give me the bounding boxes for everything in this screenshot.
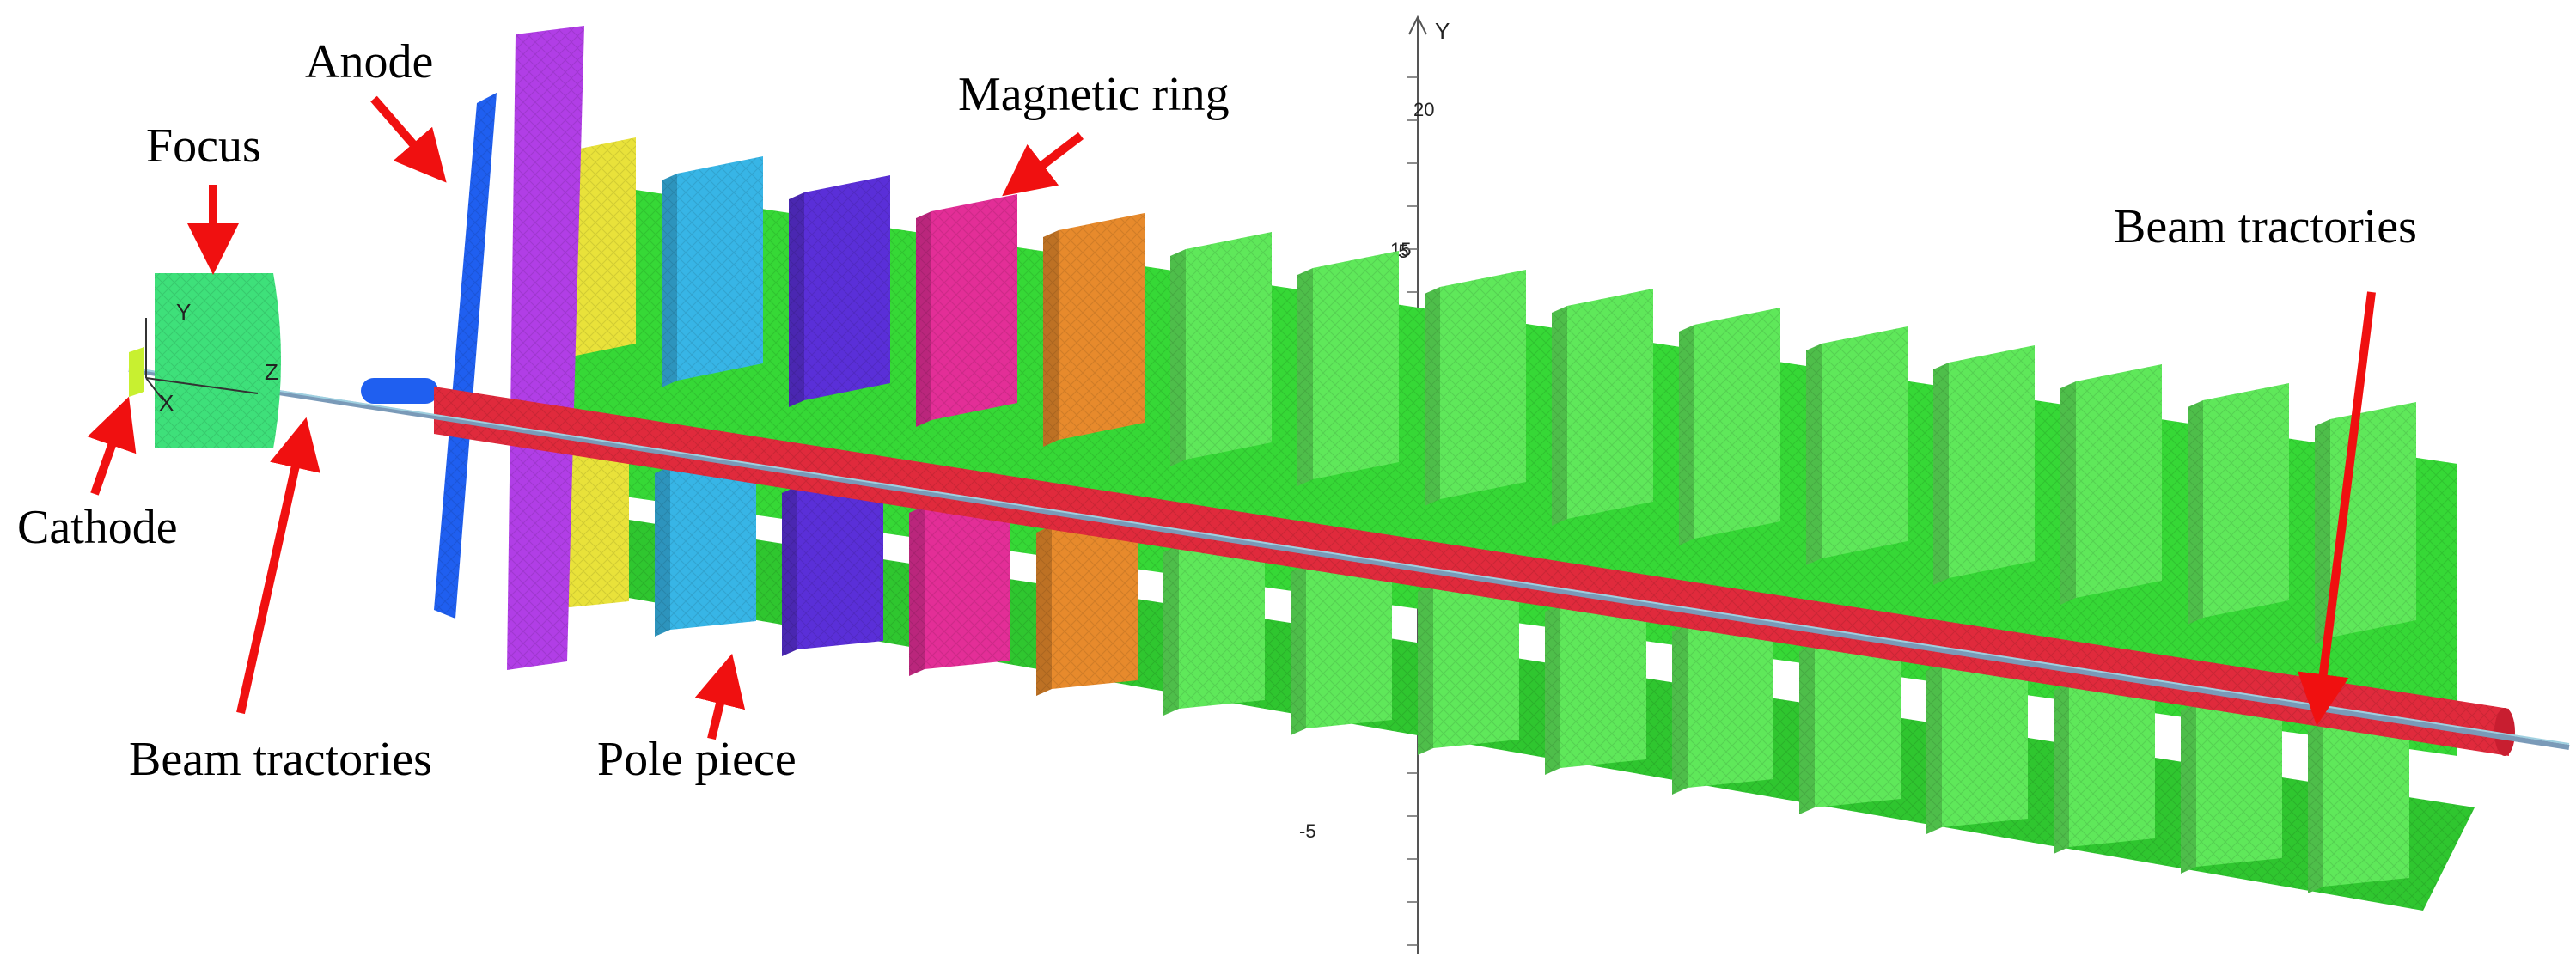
lower-fin-group	[1163, 537, 2409, 893]
label-beam-right: Beam tractories	[2114, 200, 2417, 253]
callout-arrows	[87, 95, 2376, 740]
label-focus: Focus	[146, 119, 261, 173]
arrow-beam-left	[236, 417, 320, 715]
gun-axes	[145, 318, 259, 401]
gun-axis-z: Z	[265, 359, 278, 385]
label-cathode: Cathode	[17, 501, 178, 554]
upper-fin-group	[1170, 232, 2416, 644]
label-anode: Anode	[305, 35, 433, 88]
gun-axis-x: X	[159, 390, 174, 416]
focus-electrode: Y X Z	[129, 273, 281, 448]
anode	[361, 26, 584, 670]
tick-neg5-lower: -5	[1299, 820, 1316, 842]
arrow-beam-right	[2297, 291, 2376, 726]
main-axis-y-label: Y	[1435, 18, 1450, 44]
gun-axis-y: Y	[176, 299, 191, 325]
arrow-pole-piece	[694, 653, 746, 740]
arrow-magnetic-ring	[1002, 132, 1084, 197]
cathode	[129, 347, 144, 397]
arrow-anode	[370, 95, 447, 183]
arrow-cathode	[87, 396, 137, 496]
beam-trajectory	[128, 367, 2570, 750]
label-pole-piece: Pole piece	[597, 733, 797, 786]
tick-20: 20	[1413, 99, 1434, 120]
label-magnetic-ring: Magnetic ring	[958, 68, 1230, 121]
magnetic-ring-group	[528, 137, 1145, 696]
label-beam-left: Beam tractories	[129, 733, 432, 786]
beam-tunnel	[434, 387, 2515, 756]
anode-flange	[361, 378, 438, 404]
